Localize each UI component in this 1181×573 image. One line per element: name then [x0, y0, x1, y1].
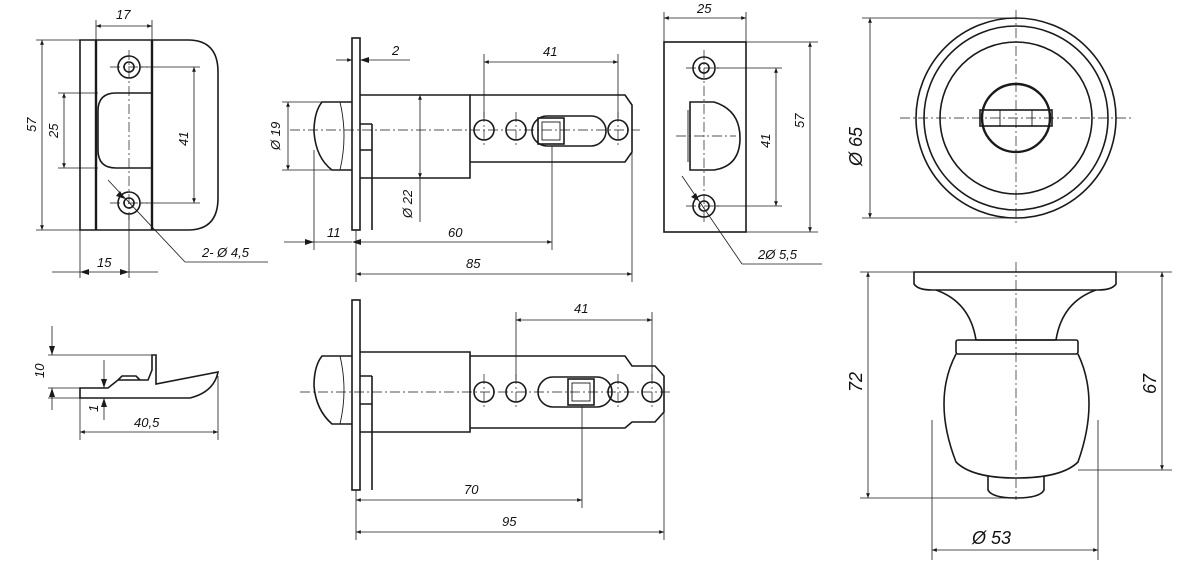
dim-latch-bolt-dia: Ø 19 — [268, 122, 283, 151]
latch-long-faceplate — [351, 299, 361, 491]
latch-long-tail — [470, 355, 665, 429]
striker-cutout — [97, 92, 153, 169]
dim-latch-backset: 60 — [448, 225, 463, 240]
knob-neck — [935, 289, 1097, 341]
latch-long-body — [360, 351, 471, 490]
dim-latch-long-backset: 70 — [464, 482, 479, 497]
dim-rosette-dia: Ø 65 — [846, 126, 866, 167]
dim-face-plate-width: 25 — [696, 1, 712, 16]
latch-tail — [470, 94, 633, 163]
note-face-plate-holes: 2Ø 5,5 — [757, 247, 798, 262]
latch-short-view: 2 41 Ø 19 Ø 22 11 60 85 — [268, 37, 640, 282]
latch-faceplate — [351, 37, 361, 231]
latch-spindle-square-inner — [541, 121, 561, 141]
striker-side-profile — [79, 354, 220, 399]
striker-plate-outline — [79, 39, 219, 231]
dim-face-plate-hole-spacing: 41 — [758, 134, 773, 148]
dim-knob-height: 72 — [846, 372, 866, 392]
dim-latch-hole-span: 41 — [543, 44, 557, 59]
dim-face-plate-height: 57 — [792, 113, 807, 128]
dim-striker-offset: 15 — [97, 255, 112, 270]
dim-striker-length: 40,5 — [134, 415, 160, 430]
striker-tab — [117, 375, 141, 381]
latch-long-view: 41 70 95 — [300, 299, 672, 540]
dim-striker-width: 17 — [116, 7, 131, 22]
latch-long-bolt-bevel — [339, 355, 345, 425]
dim-latch-long-hole-span: 41 — [574, 301, 588, 316]
knob-side-view: 72 67 Ø 53 — [846, 262, 1172, 560]
dim-latch-length: 85 — [466, 256, 481, 271]
dim-knob-dia: Ø 53 — [971, 528, 1011, 548]
striker-plate-front-view: 17 57 25 41 15 2- Ø 4,5 — [24, 7, 268, 278]
leader-line — [681, 175, 743, 265]
rosette-side — [913, 271, 1117, 291]
dim-striker-height: 57 — [24, 117, 39, 132]
latch-face-plate-view: 25 41 57 2Ø 5,5 — [663, 1, 822, 265]
dim-striker-hole-spacing: 41 — [176, 132, 191, 146]
dim-latch-faceplate: 2 — [391, 43, 400, 58]
latch-spindle-slot — [531, 115, 607, 147]
note-striker-holes: 2- Ø 4,5 — [201, 245, 250, 260]
dim-knob-body-height: 67 — [1140, 373, 1160, 394]
dim-striker-cutout: 25 — [46, 123, 61, 139]
knob-ball — [943, 353, 1090, 479]
dim-arrow — [360, 57, 369, 63]
leader-arrow — [691, 193, 699, 201]
striker-plate-side-view: 10 1 40,5 — [32, 326, 220, 440]
knob-ring — [955, 339, 1079, 355]
dim-striker-side-height: 10 — [32, 363, 47, 378]
latch-body — [360, 94, 471, 230]
knob-top-view: Ø 65 — [846, 10, 1132, 226]
dim-striker-thickness: 1 — [86, 405, 101, 412]
latch-spindle-square — [537, 117, 565, 145]
latch-bolt-bevel — [339, 101, 345, 171]
face-plate-bolt-opening — [689, 101, 741, 171]
face-plate-outline — [663, 41, 747, 233]
latch-long-bolt — [313, 355, 352, 425]
dim-latch-body-dia: Ø 22 — [400, 189, 415, 219]
latch-bolt — [313, 101, 352, 171]
leader-arrow — [116, 191, 125, 199]
dim-latch-face-offset: 11 — [327, 225, 341, 240]
dim-latch-long-length: 95 — [502, 514, 517, 529]
